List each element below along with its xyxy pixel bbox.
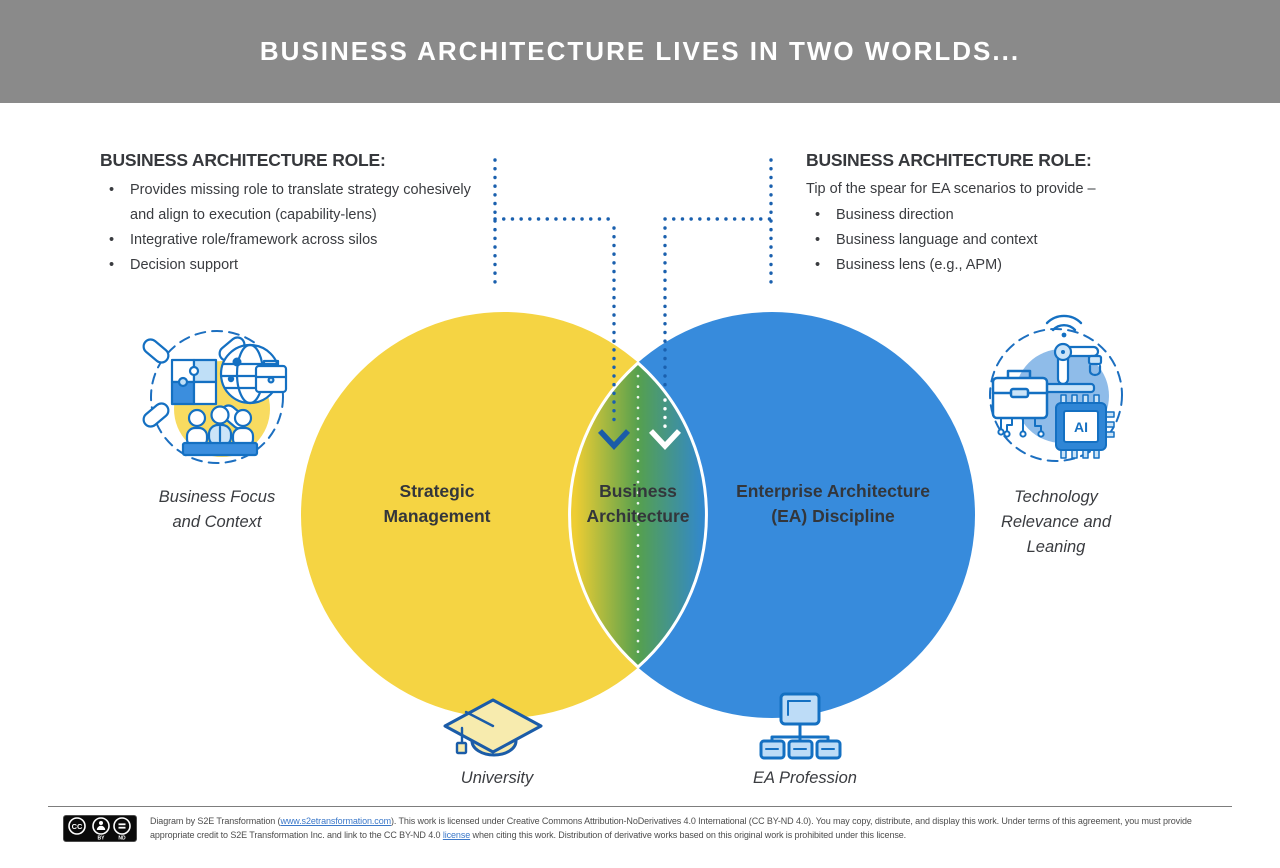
- org-chart-icon: [759, 692, 842, 760]
- ai-chip-label: AI: [1074, 419, 1088, 435]
- technology-relevance-icon: AI: [989, 314, 1123, 462]
- ea-discipline-label: Enterprise Architecture (EA) Discipline: [736, 481, 930, 527]
- cc-by-nd-badge-icon: CC BY ND: [63, 815, 137, 842]
- right-role-heading: BUSINESS ARCHITECTURE ROLE:: [806, 150, 1092, 170]
- list-item: • Business direction: [815, 207, 954, 224]
- list-item: • Decision support: [109, 256, 238, 273]
- right-connector-dotted: [663, 158, 773, 395]
- list-item: • Integrative role/framework across silo…: [109, 231, 378, 248]
- list-item: • Provides missing role to translate str…: [109, 182, 471, 223]
- graduation-cap-icon: [443, 698, 543, 757]
- dashed-ring-icon: [989, 328, 1123, 462]
- dashed-ring-icon: [150, 330, 284, 464]
- left-role-block: BUSINESS ARCHITECTURE ROLE: • Provides m…: [100, 150, 472, 278]
- license-text-part: ). This work is licensed under Creative …: [150, 816, 1192, 840]
- right-role-block: BUSINESS ARCHITECTURE ROLE: Tip of the s…: [806, 150, 1206, 278]
- strategic-management-label: Strategic Management: [383, 481, 491, 527]
- briefcase-small-icon: [254, 359, 288, 394]
- s2e-website-link[interactable]: www.s2etransformation.com: [280, 816, 391, 826]
- ai-chip-icon: AI: [1055, 394, 1115, 459]
- person-icon: [99, 821, 103, 825]
- wifi-icon: [1045, 314, 1083, 338]
- nd-label: ND: [118, 836, 126, 842]
- list-item: • Business language and context: [815, 232, 1038, 249]
- cc-label: CC: [72, 822, 83, 831]
- down-arrow-right: [648, 429, 682, 451]
- down-arrow-left: [597, 429, 631, 451]
- list-item: • Business lens (e.g., APM): [815, 257, 1003, 274]
- university-label: University: [460, 769, 534, 787]
- right-role-intro: Tip of the spear for EA scenarios to pro…: [806, 181, 1096, 197]
- briefcase-circuit-icon: [991, 369, 1049, 438]
- business-focus-icon: [142, 330, 288, 464]
- left-connector-dotted: [493, 158, 616, 430]
- left-role-heading: BUSINESS ARCHITECTURE ROLE:: [100, 150, 386, 170]
- ea-profession-label: EA Profession: [753, 769, 857, 787]
- business-focus-label: Business Focus and Context: [158, 488, 276, 531]
- license-text-part: Diagram by S2E Transformation (: [150, 816, 281, 826]
- license-link[interactable]: license: [442, 829, 471, 840]
- license-footer: CC BY ND Diagram by S2E Transformation (…: [48, 806, 1232, 843]
- business-architecture-label: Business Architecture: [586, 481, 690, 527]
- license-text: Diagram by S2E Transformation (www.s2etr…: [150, 815, 1232, 843]
- puzzle-icon: [170, 358, 218, 406]
- robot-arm-icon: [1038, 342, 1103, 394]
- license-text-part: when citing this work. Distribution of d…: [470, 829, 907, 840]
- team-icon: [181, 405, 259, 457]
- title-bar: BUSINESS ARCHITECTURE LIVES IN TWO WORLD…: [0, 0, 1280, 103]
- equals-icon: [118, 823, 126, 826]
- technology-relevance-label: Technology Relevance and Leaning: [1000, 488, 1112, 556]
- page-title: BUSINESS ARCHITECTURE LIVES IN TWO WORLD…: [259, 36, 1021, 66]
- by-label: BY: [98, 836, 106, 842]
